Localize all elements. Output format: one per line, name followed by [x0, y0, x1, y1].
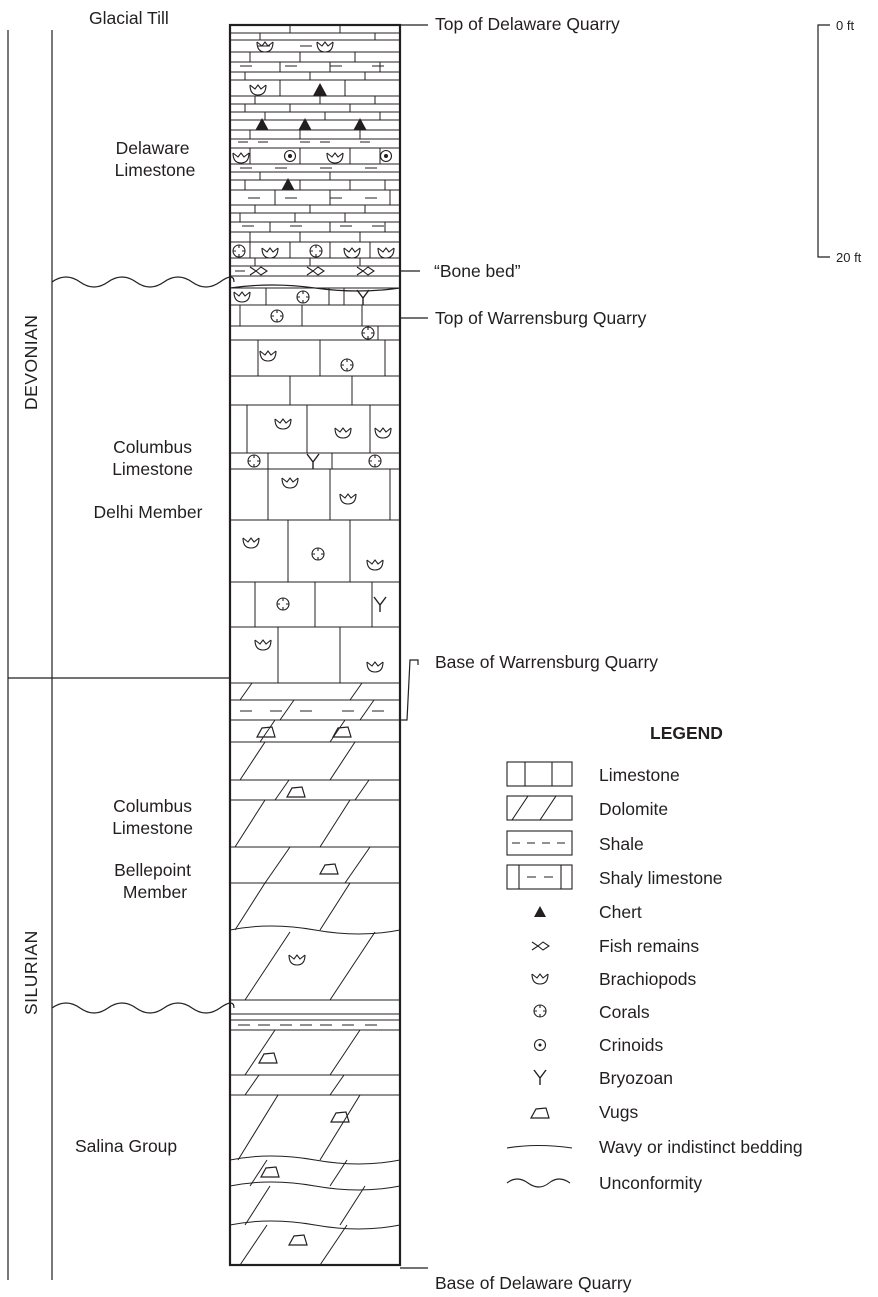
dolomite-icon — [506, 795, 573, 821]
bryozoan-icon — [533, 1069, 547, 1086]
legend-label: Fish remains — [599, 936, 699, 956]
column-unconformity-marks — [229, 284, 401, 292]
legend-label: Wavy or indistinct bedding — [599, 1137, 803, 1157]
scale-bar — [817, 24, 830, 258]
unconformity-line-upper — [51, 276, 235, 288]
coral-icon — [533, 1004, 547, 1018]
legend-label: Bryozoan — [599, 1068, 673, 1088]
legend-label: Chert — [599, 902, 642, 922]
delaware-limestone-beds — [230, 25, 400, 289]
brachiopod-icon — [531, 973, 549, 985]
legend: LEGEND — [506, 723, 803, 1193]
period-divider-lines — [7, 30, 230, 1280]
unconformity-line-lower — [51, 1002, 235, 1014]
crinoid-icon — [533, 1038, 547, 1052]
stratigraphic-column — [228, 23, 402, 1267]
top-delaware-quarry-label: Top of Delaware Quarry — [435, 14, 620, 34]
scale-bottom-label: 20 ft — [836, 250, 862, 265]
chert-icon — [534, 906, 546, 917]
legend-label: Crinoids — [599, 1035, 663, 1055]
devonian-period-label: DEVONIAN — [21, 315, 41, 410]
delaware-limestone-label: Delaware Limestone — [115, 138, 196, 180]
legend-title: LEGEND — [650, 723, 723, 743]
legend-label: Vugs — [599, 1102, 638, 1122]
legend-label: Dolomite — [599, 799, 668, 819]
base-warrensburg-quarry-label: Base of Warrensburg Quarry — [435, 652, 658, 672]
salina-group-label: Salina Group — [75, 1136, 177, 1156]
salina-group-beds — [229, 1013, 401, 1266]
legend-label: Corals — [599, 1002, 650, 1022]
marker-leader-lines — [400, 24, 428, 1269]
bone-bed-label: “Bone bed” — [434, 261, 521, 281]
shale-icon — [506, 830, 573, 856]
vug-icon — [530, 1107, 550, 1119]
glacial-till-label: Glacial Till — [89, 8, 169, 28]
delhi-member-label: Columbus Limestone Delhi Member — [94, 437, 203, 522]
legend-label: Limestone — [599, 765, 680, 785]
delhi-member-beds — [230, 288, 400, 684]
scale-top-label: 0 ft — [836, 18, 854, 33]
unconformity-icon — [506, 1178, 571, 1188]
legend-label: Shaly limestone — [599, 868, 723, 888]
base-delaware-quarry-label: Base of Delaware Quarry — [435, 1273, 632, 1293]
legend-label: Shale — [599, 834, 644, 854]
legend-label: Brachiopods — [599, 969, 697, 989]
top-warrensburg-quarry-label: Top of Warrensburg Quarry — [435, 308, 647, 328]
fish-remains-icon — [531, 941, 550, 951]
bellepoint-member-beds — [229, 682, 401, 1001]
bellepoint-member-label: Columbus Limestone Bellepoint Member — [112, 796, 198, 902]
limestone-icon — [506, 761, 573, 787]
silurian-period-label: SILURIAN — [21, 930, 41, 1015]
wavy-bedding-icon — [506, 1144, 573, 1149]
legend-label: Unconformity — [599, 1173, 702, 1193]
shaly-limestone-icon — [506, 864, 573, 890]
